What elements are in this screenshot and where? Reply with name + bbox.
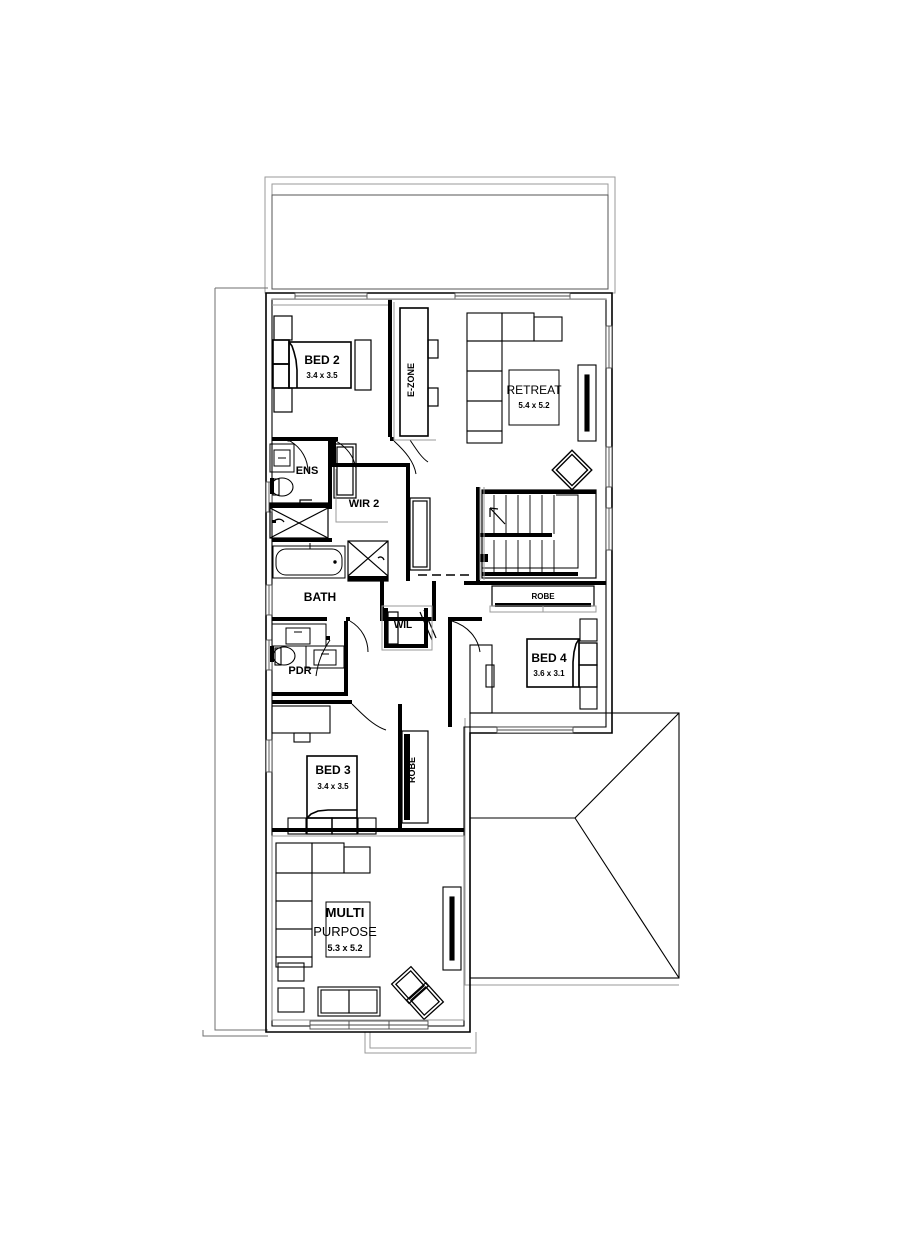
window-left-1 xyxy=(265,481,273,513)
label-robe-bed3: ROBE xyxy=(407,757,417,783)
multi-room-outline xyxy=(271,835,465,1021)
multi-armchair-1 xyxy=(390,965,430,1005)
room-dims-retreat: 5.4 x 5.2 xyxy=(518,401,550,410)
door-bed4 xyxy=(451,620,481,653)
room-label-multi-line2: PURPOSE xyxy=(313,924,377,939)
ens-fixtures xyxy=(269,443,329,539)
retreat-ottoman xyxy=(551,449,593,491)
window-top-2 xyxy=(454,292,571,300)
bed3-furniture xyxy=(271,705,429,835)
roof-edge-trim xyxy=(464,718,679,986)
bed4-desk xyxy=(469,644,495,714)
bath-fixtures xyxy=(271,540,389,647)
bed2-furniture xyxy=(272,315,372,413)
bed3-bedside xyxy=(306,817,358,835)
sliding-door-multipurpose xyxy=(309,1020,429,1030)
staircase xyxy=(477,489,597,579)
bed4-robe-track xyxy=(489,605,597,613)
window-bed4-bottom xyxy=(496,726,574,734)
bath-vanity xyxy=(271,623,327,647)
door-retreat-hall xyxy=(393,440,417,475)
ezone-desk xyxy=(399,307,439,437)
ens-shower xyxy=(269,499,329,539)
retreat-sofa xyxy=(466,312,563,444)
multi-sofa-l xyxy=(275,842,371,968)
ens-vanity xyxy=(269,443,295,473)
bed4-cabinet-upper xyxy=(579,618,598,642)
ens-toilet xyxy=(270,477,294,497)
multi-tv-unit xyxy=(442,886,462,971)
pdr-toilet xyxy=(270,646,296,666)
room-label-multi-line1: MULTI xyxy=(326,905,365,920)
lower-porch xyxy=(364,1032,477,1054)
door-ezone xyxy=(409,439,429,463)
room-label-pdr: PDR xyxy=(288,665,311,677)
door-pdr xyxy=(315,639,331,677)
room-dims-bed3: 3.4 x 3.5 xyxy=(317,782,349,791)
multi-side-table-1 xyxy=(277,962,305,982)
bed4-cabinet-lower xyxy=(579,686,598,710)
door-wil-sliding xyxy=(419,609,437,641)
stair-direction-arrow xyxy=(489,507,506,525)
door-wir2 xyxy=(335,440,357,469)
bed3-robe xyxy=(401,730,429,824)
window-left-4 xyxy=(265,739,273,773)
room-label-bed3: BED 3 xyxy=(315,763,351,777)
room-label-ens: ENS xyxy=(296,465,319,477)
wir2-outline xyxy=(335,469,388,523)
bath-shower xyxy=(347,540,389,582)
bed4-furniture xyxy=(469,618,598,714)
room-label-wil: WIL xyxy=(394,620,412,631)
room-label-bed2: BED 2 xyxy=(304,353,340,367)
retreat-tv-unit xyxy=(577,364,597,442)
room-dims-multi: 5.3 x 5.2 xyxy=(327,943,362,953)
room-label-wir2: WIR 2 xyxy=(349,498,380,510)
bed2-wardrobe xyxy=(354,339,372,391)
bed3-cabinet-right xyxy=(357,817,377,835)
ezone-outline xyxy=(393,302,436,441)
bed3-desk xyxy=(271,705,331,743)
label-e-zone: E-ZONE xyxy=(406,363,416,397)
room-dims-bed2: 3.4 x 3.5 xyxy=(306,371,338,380)
hall-linen-cupboard xyxy=(409,497,431,571)
label-robe-bed4: ROBE xyxy=(531,592,555,601)
window-left-2 xyxy=(265,584,273,616)
bed3-cabinet-left xyxy=(287,817,307,835)
multi-armchair-2 xyxy=(405,981,445,1021)
staircase-outline xyxy=(479,487,485,580)
bath-tub xyxy=(272,543,346,579)
room-dims-bed4: 3.6 x 3.1 xyxy=(533,669,565,678)
exterior-walls xyxy=(265,292,613,1033)
retreat-rug xyxy=(508,369,560,426)
pdr-fixtures xyxy=(270,645,345,669)
window-right-3 xyxy=(605,507,613,551)
room-label-retreat: RETREAT xyxy=(506,383,562,397)
door-jambs xyxy=(286,437,452,704)
bed2-cabinet-upper xyxy=(273,315,293,341)
wir2-shelving xyxy=(333,443,357,499)
multi-side-table-2 xyxy=(277,987,305,1013)
door-bath xyxy=(349,620,369,653)
left-eave-outline xyxy=(202,287,268,1037)
wil-shelving xyxy=(387,611,399,645)
room-label-group: BED 2 3.4 x 3.5 RETREAT 5.4 x 5.2 ENS WI… xyxy=(288,353,567,953)
wil-outline xyxy=(381,605,433,651)
room-label-bath: BATH xyxy=(304,590,336,604)
multi-rug xyxy=(325,901,371,958)
pdr-vanity xyxy=(305,645,345,669)
room-label-bed4: BED 4 xyxy=(531,651,567,665)
window-right-1 xyxy=(605,325,613,369)
multi-sofa-2 xyxy=(317,986,381,1017)
interior-wall-outlines xyxy=(271,298,607,300)
window-top-1 xyxy=(294,292,368,300)
door-bed3 xyxy=(351,703,387,731)
window-right-2 xyxy=(605,446,613,488)
bed2-cabinet-lower xyxy=(273,387,293,413)
